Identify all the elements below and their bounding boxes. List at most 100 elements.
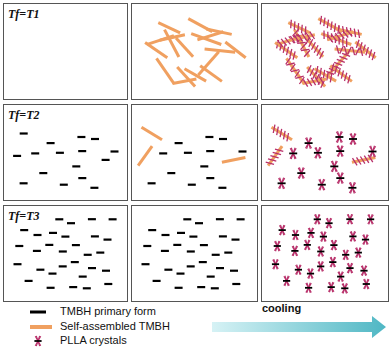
plla-crystal	[347, 215, 353, 224]
plla-crystal	[280, 225, 285, 234]
plla-lamella	[290, 36, 295, 43]
plla-lamella	[364, 156, 369, 163]
plla-crystal	[292, 246, 298, 255]
tmbh-primary	[349, 138, 357, 140]
plla-crystal	[350, 134, 356, 144]
plla-crystal	[349, 183, 355, 193]
plla-crystal	[331, 240, 337, 249]
tmbh-primary	[91, 235, 99, 237]
plla-lamella	[290, 64, 295, 71]
plla-lamella	[335, 33, 340, 40]
plla-crystal	[336, 132, 342, 142]
tmbh-primary	[205, 136, 213, 138]
tmbh-primary	[232, 283, 240, 285]
plla-lamella	[312, 42, 316, 50]
tmbh-primary	[20, 132, 28, 134]
tmbh-primary	[78, 177, 86, 179]
tmbh-primary	[15, 245, 23, 247]
plla-lamella	[287, 47, 289, 55]
plla-lamella	[275, 149, 283, 151]
tmbh-primary	[34, 340, 41, 342]
tmbh-primary	[102, 159, 110, 161]
plla-lamella	[277, 127, 279, 135]
tmbh-primary	[88, 267, 96, 269]
plla-crystal	[308, 228, 313, 237]
tmbh-primary	[183, 218, 191, 220]
panel-frame	[132, 105, 258, 201]
tmbh-primary	[55, 218, 63, 220]
plla-lamella	[295, 71, 300, 78]
tmbh-primary	[45, 244, 53, 246]
plla-lamella	[331, 22, 332, 31]
plla-lamella	[320, 51, 324, 59]
plla-crystal	[330, 257, 335, 266]
plla-lamella	[302, 34, 307, 41]
tmbh-primary	[177, 273, 185, 275]
plla-crystal	[347, 215, 352, 224]
plla-crystal	[296, 265, 301, 274]
tmbh-primary	[69, 286, 77, 288]
plla-crystal	[315, 148, 321, 158]
tmbh-primary	[218, 187, 226, 189]
plla-lamella	[309, 39, 313, 47]
tmbh-primary	[25, 280, 33, 282]
plla-lamella	[339, 56, 347, 59]
tmbh-primary	[36, 269, 44, 271]
tmbh-primary	[314, 218, 321, 220]
plla-crystal	[356, 248, 362, 257]
plla-crystal	[330, 257, 336, 266]
plla-crystal	[306, 138, 312, 148]
tmbh-primary	[78, 150, 86, 152]
plla-lamella	[369, 50, 372, 58]
tmbh-primary	[175, 142, 183, 144]
tmbh-primary	[211, 287, 219, 289]
tmbh-primary	[279, 229, 286, 231]
plla-crystal	[347, 264, 352, 273]
plla-lamella	[307, 65, 311, 73]
plla-crystal	[364, 279, 369, 288]
tmbh-primary	[295, 269, 302, 271]
plla-crystal	[337, 173, 343, 183]
plla-lamella	[316, 66, 317, 74]
plla-lamella	[266, 162, 274, 164]
temperature-label: Tf=T1	[8, 8, 40, 21]
tmbh-rod	[225, 42, 245, 58]
plla-lamella	[327, 72, 328, 81]
tmbh-primary	[346, 218, 353, 220]
tmbh-primary	[367, 218, 374, 220]
tmbh-rod	[197, 32, 223, 40]
plla-lamella	[335, 66, 337, 74]
plla-crystal	[293, 230, 298, 239]
panel-frame	[262, 206, 389, 302]
legend-text: PLLA crystals	[60, 334, 127, 347]
plla-lamella	[348, 47, 352, 55]
tmbh-primary	[200, 165, 208, 167]
plla-crystal	[319, 180, 325, 190]
tmbh-primary	[219, 138, 227, 140]
plla-crystal	[284, 276, 289, 285]
tmbh-primary	[199, 261, 207, 263]
tmbh-primary	[346, 267, 353, 269]
tmbh-primary	[104, 239, 112, 241]
tmbh-primary	[161, 250, 169, 252]
panel-frame	[262, 4, 389, 100]
tmbh-rod	[188, 19, 212, 32]
cooling-label: cooling	[262, 302, 301, 315]
plla-lamella	[301, 43, 307, 49]
plla-lamella	[348, 75, 350, 83]
tmbh-primary	[148, 182, 156, 184]
plla-lamella	[323, 31, 324, 40]
plla-crystal	[337, 146, 343, 156]
tmbh-primary	[328, 286, 335, 288]
temperature-label: Tf=T2	[8, 109, 40, 122]
plla-crystal	[363, 235, 368, 244]
tmbh-primary	[67, 222, 75, 224]
plla-crystal	[343, 250, 348, 259]
plla-crystal	[298, 168, 304, 178]
tmbh-primary	[34, 234, 42, 236]
plla-crystal	[361, 266, 367, 275]
legend-text: TMBH primary form	[60, 305, 156, 318]
panel-frame	[4, 4, 128, 100]
tmbh-primary	[173, 244, 181, 246]
